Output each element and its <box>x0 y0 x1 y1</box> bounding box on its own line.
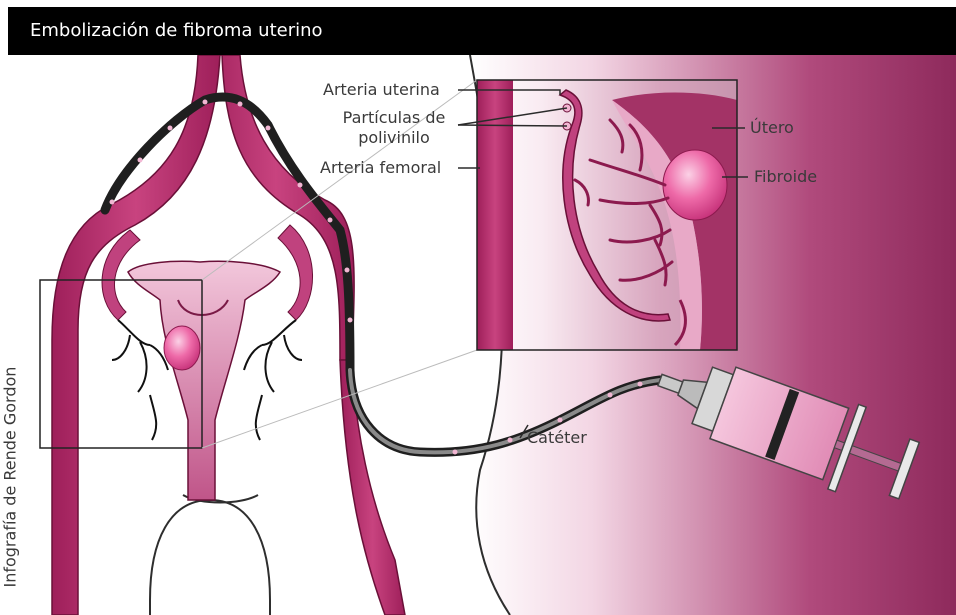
inset-detail <box>477 80 737 350</box>
label-cateter: Catéter <box>527 428 587 448</box>
label-arteria-femoral: Arteria femoral <box>320 158 441 178</box>
diagram-title: Embolización de fibroma uterino <box>30 20 323 41</box>
label-particulas-1: Partículas de <box>332 108 456 128</box>
label-arteria-uterina: Arteria uterina <box>323 80 440 100</box>
title-bar: Embolización de fibroma uterino <box>8 7 956 55</box>
label-utero: Útero <box>750 118 794 138</box>
label-fibroide: Fibroide <box>754 167 817 187</box>
label-particulas-2: polivinilo <box>332 128 456 148</box>
credit-line: Infografía de Rende Gordon <box>1 378 20 588</box>
uterus-small <box>112 261 302 500</box>
